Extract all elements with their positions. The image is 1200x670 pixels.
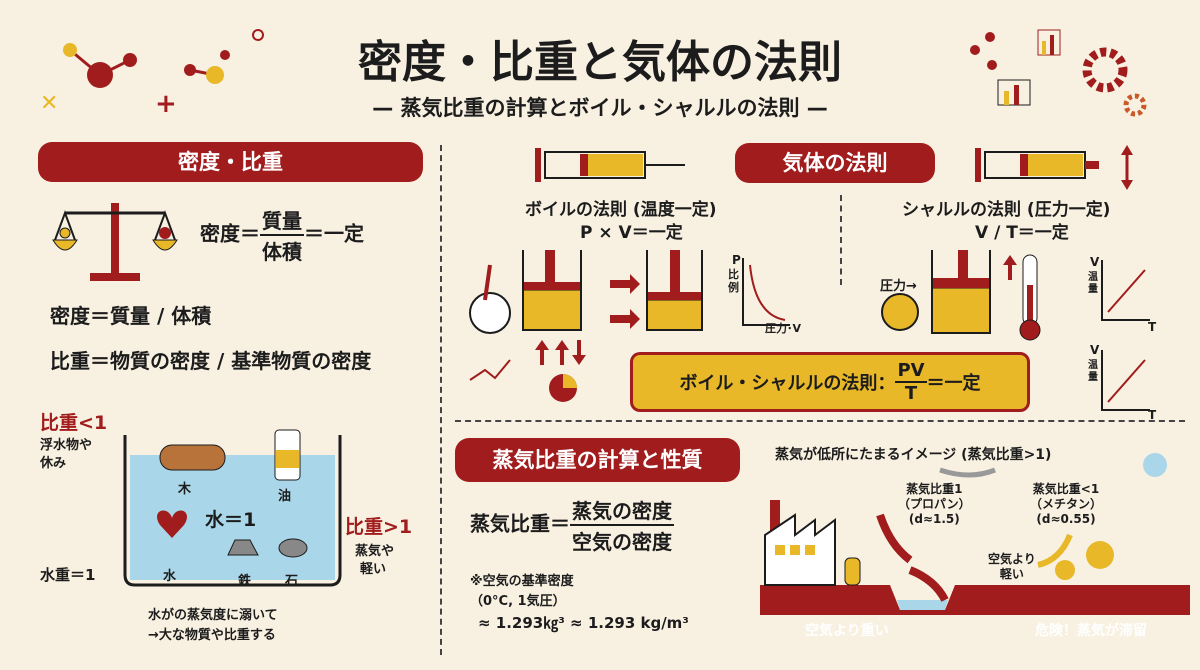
floating-label: 浮水物や	[40, 438, 93, 453]
floating-label-2: 休み	[40, 456, 67, 471]
graph-temp-label-2: 温量	[1088, 360, 1098, 383]
formula-numerator: 質量	[260, 205, 304, 236]
air-density-value: ≈ 1.293㎏³ ≈ 1.293 kg/m³	[478, 614, 689, 632]
iron-label: 鉄	[238, 574, 252, 589]
syringe-icon	[535, 148, 685, 182]
heavier-label: 空気より重い	[805, 623, 889, 639]
methane-d: (d≈0.55)	[1036, 512, 1096, 526]
methane-name: （メチタン）	[1030, 497, 1103, 511]
lighter-2: 軽い	[999, 567, 1024, 581]
methane-sg: 蒸気比重<1	[1032, 482, 1100, 496]
page-subtitle: — 蒸気比重の計算とボイル・シャルルの法則 —	[372, 96, 828, 120]
lighter-1: 空気より	[988, 552, 1036, 566]
wood-label: 木	[178, 482, 192, 497]
charles-title: シャルルの法則 (圧力一定)	[902, 200, 1111, 220]
vapor-formula: 蒸気比重＝蒸気の密度空気の密度	[470, 495, 674, 555]
water-tank	[123, 429, 342, 587]
vapor-image-title: 蒸気が低所にたまるイメージ (蒸気比重>1)	[775, 447, 1052, 463]
air-density-note: ※空気の基準密度	[470, 574, 574, 589]
graph-t-label-2: T	[1148, 408, 1157, 422]
boyle-illustration	[469, 250, 790, 402]
propane-label: 蒸気比重1（プロパン）(d≈1.5)	[898, 482, 971, 527]
svg-text:✕: ✕	[40, 91, 58, 116]
graph-prop-label: 比例	[728, 268, 739, 294]
syringe-icon-2	[975, 145, 1133, 190]
divider-gas	[840, 195, 842, 285]
vapor-denominator: 空気の密度	[572, 530, 672, 554]
sinking-label: 蒸気や	[355, 544, 395, 559]
water-equals-one: 水＝1	[205, 509, 257, 531]
combined-denominator: T	[904, 383, 918, 404]
boyle-title: ボイルの法則 (温度一定)	[525, 200, 717, 220]
graph-t-label: T	[1148, 320, 1157, 334]
boyle-formula: P × V＝一定	[580, 223, 683, 243]
density-definition: 密度＝質量 / 体積	[50, 304, 212, 328]
combined-numerator: PV	[895, 360, 927, 383]
charles-illustration	[881, 250, 1150, 411]
oil-label: 油	[278, 489, 292, 504]
svg-text:+: +	[155, 89, 177, 119]
vapor-formula-lhs: 蒸気比重＝	[470, 511, 570, 536]
factory-illustration	[760, 453, 1190, 615]
divider-vertical	[440, 145, 442, 655]
propane-name: （プロパン）	[898, 497, 971, 511]
stone-label: 石	[285, 574, 299, 589]
tank-caption-2: →大な物質や比重する	[148, 628, 276, 643]
balance-scale-icon	[52, 203, 178, 281]
methane-label: 蒸気比重<1（メチタン）(d≈0.55)	[1030, 482, 1102, 527]
sg-greater-than-one: 比重>1	[345, 516, 413, 538]
formula-denominator: 体積	[262, 240, 302, 264]
density-formula: 密度＝質量体積＝一定	[200, 205, 364, 265]
vapor-numerator: 蒸気の密度	[570, 495, 674, 526]
graph-temp-label: 温量	[1088, 272, 1098, 295]
lighter-label: 空気より軽い	[988, 552, 1036, 582]
water-weight-label: 水重＝1	[40, 566, 96, 584]
formula-lhs: 密度＝	[200, 221, 260, 246]
gas-law-heading: 気体の法則	[735, 143, 935, 183]
charles-formula: V / T＝一定	[975, 223, 1069, 243]
gear-icon	[970, 29, 1147, 117]
pressure-label: 圧力→	[880, 279, 917, 294]
tank-caption: 水がの蒸気度に溺いて	[148, 608, 278, 623]
combined-rhs: ＝一定	[926, 373, 981, 394]
sg-less-than-one: 比重<1	[40, 412, 108, 434]
graph-v-label: V	[1090, 255, 1100, 269]
sinking-label-2: 軽い	[360, 562, 387, 577]
danger-label: 危険！蒸気が滞留	[1035, 623, 1147, 639]
graph-p-label: P	[732, 253, 741, 267]
formula-rhs: ＝一定	[304, 221, 364, 246]
graph-v-label-2: V	[1090, 343, 1100, 357]
combined-law-label: ボイル・シャルルの法則：	[679, 373, 896, 394]
molecule-icon: ✕+	[40, 29, 264, 119]
page-title: 密度・比重と気体の法則	[358, 37, 842, 88]
vapor-heading: 蒸気比重の計算と性質	[455, 438, 740, 482]
water-label: 水	[163, 569, 177, 584]
graph-x-label: 圧力･V	[765, 322, 802, 335]
density-heading: 密度・比重	[38, 142, 423, 182]
specific-gravity-definition: 比重＝物質の密度 / 基準物質の密度	[50, 349, 372, 373]
air-density-condition: （0°C, 1気圧）	[470, 594, 566, 609]
propane-d: (d≈1.5)	[908, 512, 960, 526]
propane-sg: 蒸気比重1	[906, 482, 963, 496]
divider-horizontal	[455, 420, 1185, 422]
